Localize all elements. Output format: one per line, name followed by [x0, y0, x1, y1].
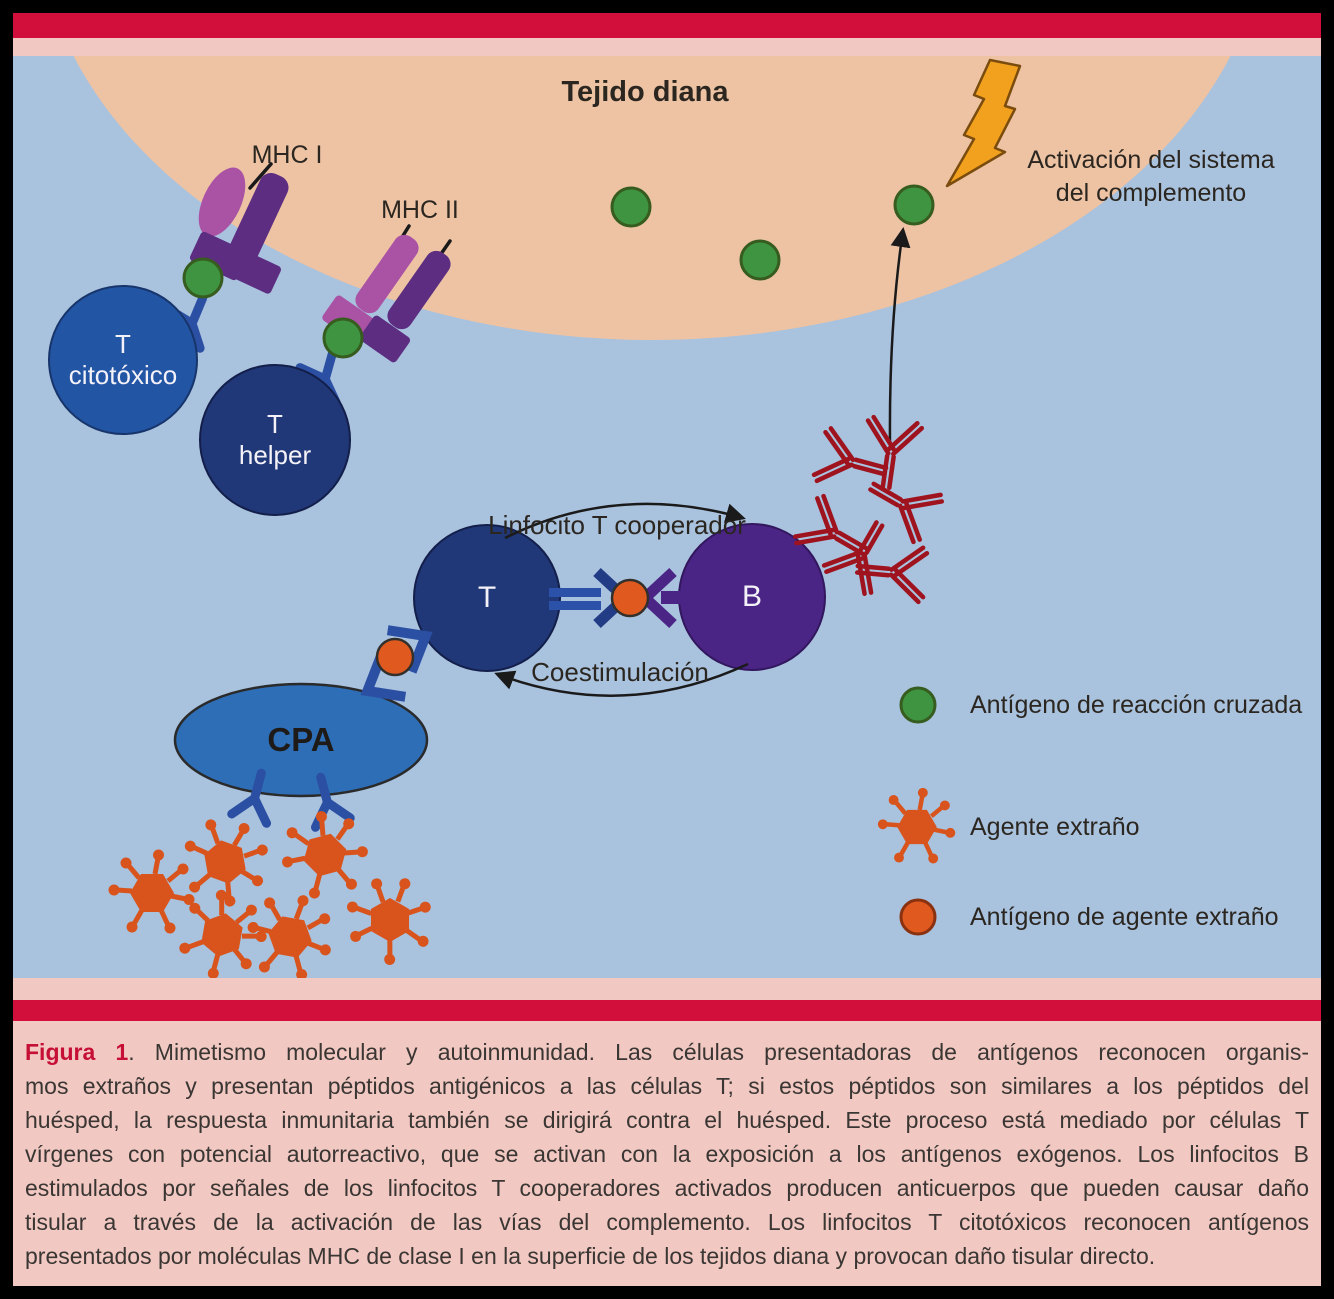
- t-cell: [413, 524, 561, 672]
- costimulation-arc-arrow: [494, 662, 749, 697]
- cpa-t-antigen: [355, 615, 437, 712]
- cpa-cell-group: [173, 682, 429, 827]
- caption-line-5: estimulados por señales de los linfocito…: [25, 1175, 1309, 1201]
- figure-caption: Figura 1. Mimetismo molecular y autoinmu…: [13, 1021, 1321, 1286]
- t-helper-cell: [199, 364, 351, 516]
- lightning-icon: [945, 58, 1022, 188]
- arc-bottom-label: Coestimulación: [531, 657, 709, 687]
- antibody-to-antigen-arrow: [888, 227, 911, 443]
- t-cytotoxic-line2: citotóxico: [68, 360, 178, 390]
- t-helper-line2: helper: [238, 440, 312, 470]
- b-cell-label: B: [741, 580, 762, 613]
- legend-label-foreign-agent: Agente extraño: [970, 813, 1140, 841]
- complement-line2: del complemento: [1055, 179, 1247, 207]
- diagram-panel: Tejido diana MHC I MHC II Activación del…: [13, 56, 1321, 978]
- complement-activation-label: Activación del sistema del complemento: [991, 144, 1311, 210]
- target-tissue-shape: [73, 56, 1231, 340]
- top-pink-strip: [13, 38, 1321, 56]
- caption-figure-number: Figura 1: [25, 1039, 129, 1065]
- legend-virus-icon: [878, 788, 955, 864]
- tissue-label: Tejido diana: [561, 76, 729, 108]
- diagram-artwork: [48, 56, 1231, 978]
- caption-line-6: tisular a través de la activación de las…: [25, 1209, 1309, 1235]
- t-helper-label: T helper: [175, 409, 375, 471]
- legend-label-foreign-antigen: Antígeno de agente extraño: [970, 903, 1279, 931]
- bottom-red-bar: [13, 1000, 1321, 1021]
- t-cytotoxic-cell: [48, 285, 198, 435]
- t-helper-line1: T: [267, 409, 283, 439]
- legend-orange-antigen-icon: [899, 898, 937, 936]
- t-cytotoxic-label: T citotóxico: [23, 329, 223, 391]
- t-b-connector: [549, 567, 683, 629]
- bottom-pink-strip: [13, 978, 1321, 1000]
- caption-line-1: Figura 1. Mimetismo molecular y autoinmu…: [25, 1035, 1309, 1069]
- t-cell-label: T: [477, 581, 497, 614]
- legend-green-antigen-icon: [899, 686, 937, 724]
- top-red-bar: [13, 13, 1321, 38]
- foreign-agents: [109, 802, 448, 978]
- caption-line-4: vírgenes con potencial autorreactivo, qu…: [25, 1141, 1309, 1167]
- caption-line-2: mos extraños y presentan péptidos antigé…: [25, 1073, 1309, 1099]
- arc-top-label: Linfocito T cooperador: [488, 510, 746, 540]
- t-cytotoxic-line1: T: [115, 329, 131, 359]
- helper-arc-arrow: [504, 502, 746, 540]
- mhc1-label: MHC I: [251, 141, 323, 169]
- cpa-label: CPA: [267, 721, 335, 758]
- mhc2-label: MHC II: [381, 196, 459, 224]
- caption-line-7: presentados por moléculas MHC de clase I…: [25, 1243, 1156, 1269]
- caption-line-1-text: . Mimetismo molecular y autoinmunidad. L…: [128, 1039, 1309, 1065]
- legend-label-cross-reactive: Antígeno de reacción cruzada: [970, 691, 1303, 719]
- complement-line1: Activación del sistema: [1027, 146, 1275, 174]
- cross-reactive-antigens: [610, 184, 935, 281]
- mhc2-complex: [300, 224, 452, 410]
- caption-line-3: huésped, la respuesta inmunitaria tambié…: [25, 1107, 1309, 1133]
- mhc1-complex: [168, 162, 289, 353]
